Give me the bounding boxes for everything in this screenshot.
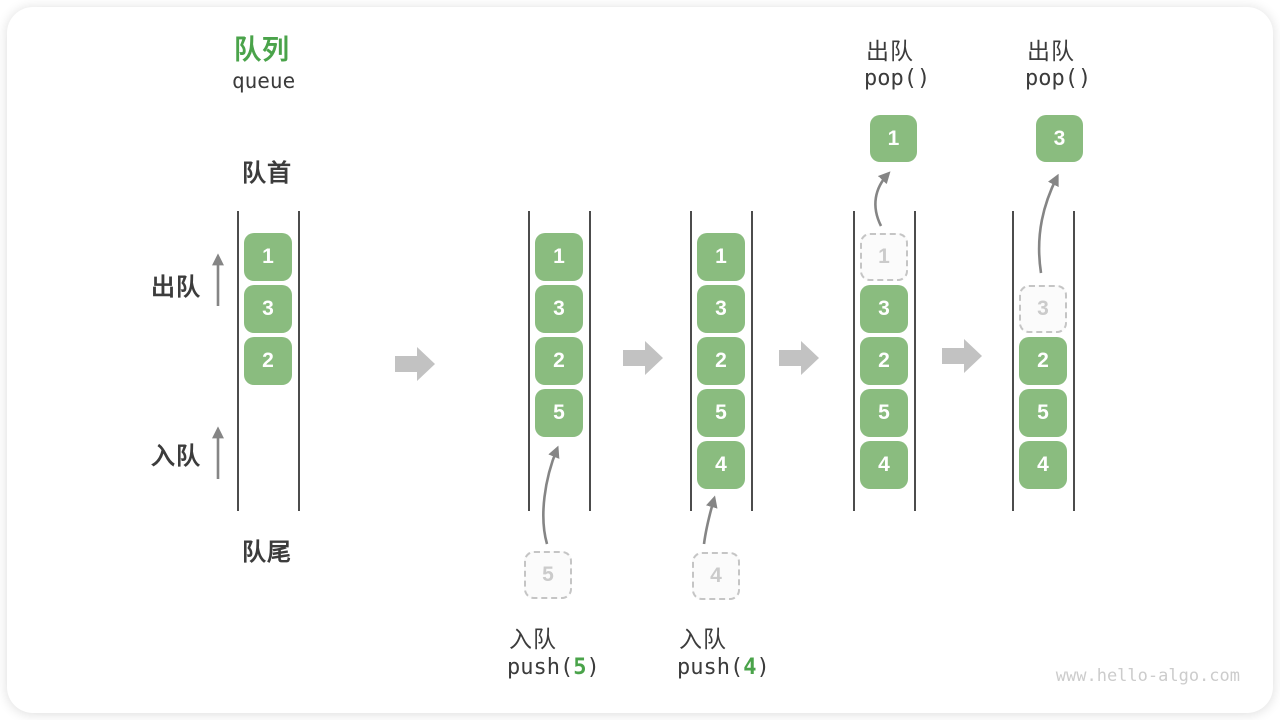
push-4-code: push(4) (677, 655, 770, 680)
queue-rail (690, 211, 692, 511)
queue-rail (298, 211, 300, 511)
element-box: 2 (697, 337, 745, 385)
queue-rail (589, 211, 591, 511)
popped-element-box: 3 (1036, 115, 1083, 162)
code-arg: 4 (743, 655, 757, 680)
queue-rail (751, 211, 753, 511)
pop-2-code: pop() (1025, 66, 1092, 91)
diagram-card (7, 7, 1273, 713)
pop-1-label: 出队 (866, 38, 914, 64)
dashed-element-box: 1 (860, 233, 908, 281)
incoming-element-box: 4 (692, 552, 740, 600)
queue-rear-label: 队尾 (242, 539, 292, 566)
incoming-element-box: 5 (524, 551, 572, 599)
push-4-label: 入队 (679, 626, 727, 652)
element-box: 1 (697, 233, 745, 281)
element-box: 5 (697, 389, 745, 437)
element-box: 3 (860, 285, 908, 333)
code-arg: 5 (573, 655, 587, 680)
push-5-label: 入队 (509, 626, 557, 652)
queue-rail (853, 211, 855, 511)
watermark: www.hello-algo.com (1055, 666, 1240, 686)
element-box: 1 (244, 233, 292, 281)
popped-element-box: 1 (870, 115, 917, 162)
element-box: 2 (244, 337, 292, 385)
element-box: 5 (860, 389, 908, 437)
code-close: ) (586, 655, 600, 680)
element-box: 1 (535, 233, 583, 281)
element-box: 5 (1019, 389, 1067, 437)
dequeue-side-label: 出队 (151, 274, 201, 301)
element-box: 3 (697, 285, 745, 333)
element-box: 2 (1019, 337, 1067, 385)
queue-rail (914, 211, 916, 511)
diagram-title: 队列 (234, 35, 290, 65)
queue-front-label: 队首 (242, 160, 292, 187)
element-box: 3 (535, 285, 583, 333)
pop-2-label: 出队 (1027, 38, 1075, 64)
element-box: 2 (860, 337, 908, 385)
code-fn: push( (677, 655, 744, 680)
code-fn: push( (507, 655, 574, 680)
element-box: 4 (1019, 441, 1067, 489)
element-box: 2 (535, 337, 583, 385)
code-close: ) (756, 655, 770, 680)
queue-rail (237, 211, 239, 511)
queue-rail (1073, 211, 1075, 511)
queue-rail (1012, 211, 1014, 511)
element-box: 4 (697, 441, 745, 489)
dashed-element-box: 3 (1019, 285, 1067, 333)
element-box: 5 (535, 389, 583, 437)
element-box: 3 (244, 285, 292, 333)
enqueue-side-label: 入队 (151, 443, 201, 470)
diagram-subtitle: queue (232, 69, 296, 93)
push-5-code: push(5) (507, 655, 600, 680)
queue-rail (528, 211, 530, 511)
pop-1-code: pop() (864, 66, 931, 91)
element-box: 4 (860, 441, 908, 489)
